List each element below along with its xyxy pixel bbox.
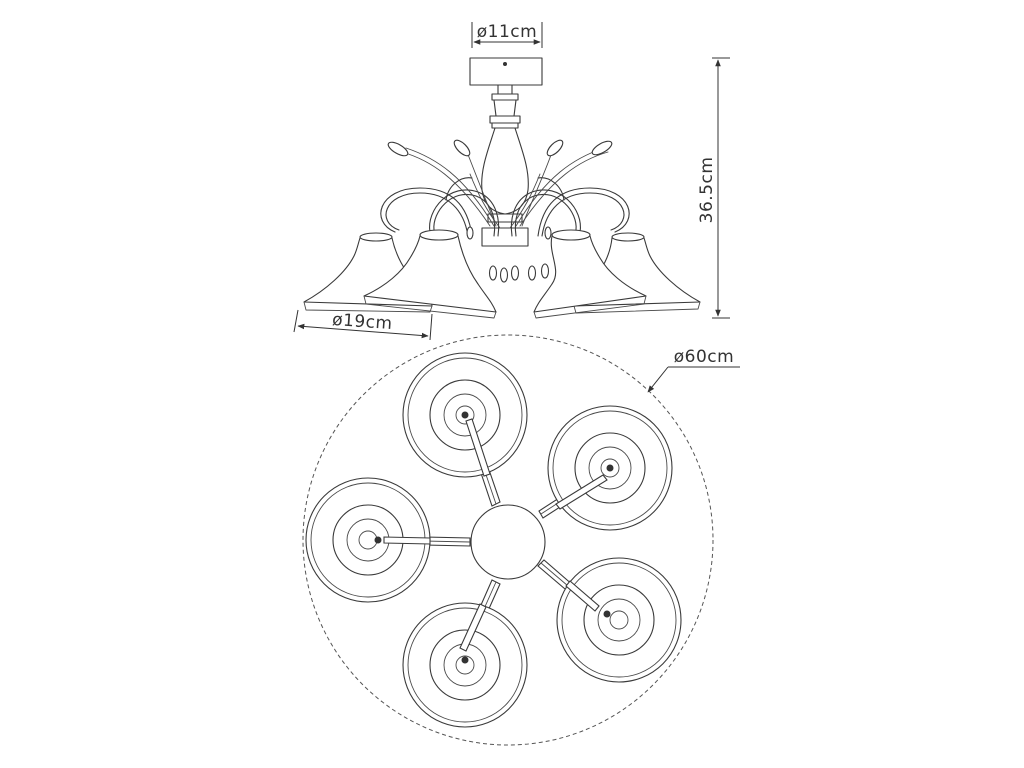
plan-shade-top (402, 352, 528, 478)
top-view: ø60cm (302, 334, 740, 746)
center-hub (470, 504, 546, 580)
plan-arm-stubs (383, 418, 608, 652)
plan-shade-bottom (402, 602, 528, 728)
center-stem (481, 84, 529, 247)
bud-tips (466, 226, 552, 283)
shade-left (363, 229, 497, 319)
overall-diameter-circle (302, 334, 714, 746)
overall-diameter-dimension: ø60cm (647, 347, 740, 393)
ceiling-plate (469, 57, 543, 86)
shade-diameter-label: ø19cm (331, 310, 393, 334)
plate-diameter-label: ø11cm (477, 22, 537, 42)
height-label: 36.5cm (697, 157, 717, 224)
overall-diameter-label: ø60cm (674, 347, 734, 367)
decorative-sprigs (387, 139, 613, 229)
shade-diameter-dimension: ø19cm (293, 309, 433, 341)
plan-shade-right (547, 405, 673, 531)
plate-diameter-dimension: ø11cm (471, 22, 543, 48)
height-dimension: 36.5cm (697, 57, 730, 319)
side-view: ø11cm (293, 22, 730, 341)
plan-shade-bottom-right (556, 557, 682, 683)
shade-right (533, 229, 647, 319)
